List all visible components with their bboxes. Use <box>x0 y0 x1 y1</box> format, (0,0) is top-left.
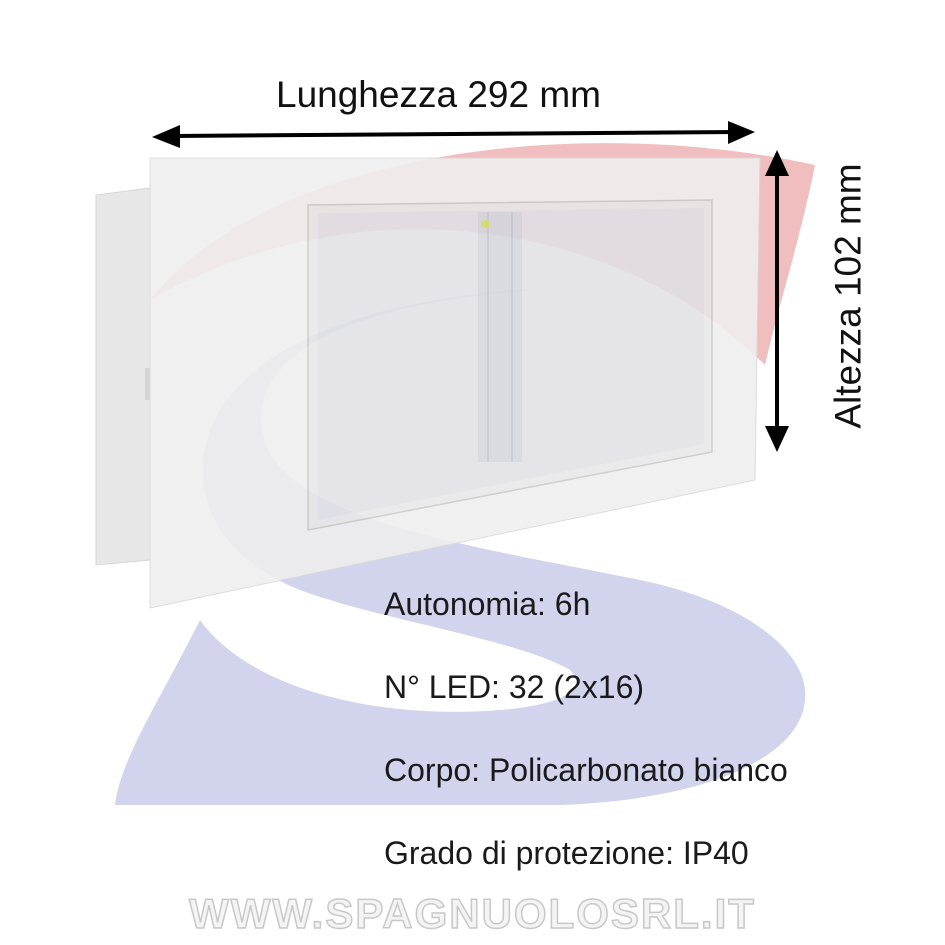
height-arrow <box>765 150 789 452</box>
emergency-light-device <box>95 157 761 609</box>
spec-protection-grade: Grado di protezione: IP40 <box>384 835 749 871</box>
spec-body-material: Corpo: Policarbonato bianco <box>384 752 788 788</box>
device-indicator-led <box>482 220 490 228</box>
device-led-strip <box>478 212 522 462</box>
length-label: Lunghezza 292 mm <box>276 74 601 115</box>
spec-autonomy: Autonomia: 6h <box>384 586 591 622</box>
spec-led-count: N° LED: 32 (2x16) <box>384 669 645 705</box>
height-label: Altezza 102 mm <box>827 163 869 429</box>
website-watermark: WWW.SPAGNUOLOSRL.IT <box>188 890 756 937</box>
logo-blue-s <box>115 288 806 805</box>
device-back-box <box>95 187 151 566</box>
length-arrow <box>152 121 755 148</box>
